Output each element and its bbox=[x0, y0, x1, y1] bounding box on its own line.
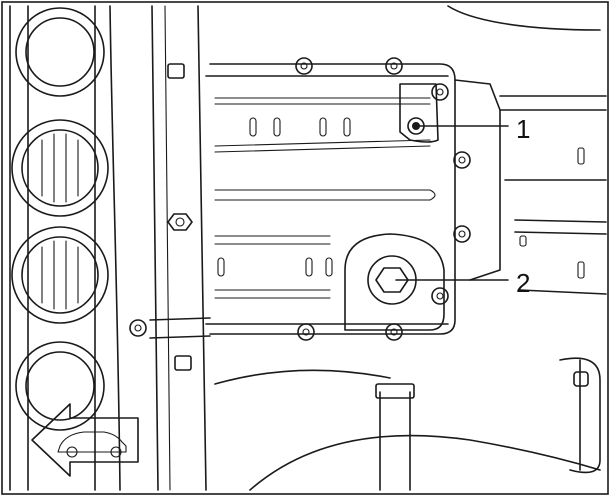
drain-plug-housing bbox=[344, 233, 445, 331]
transmission-housing bbox=[447, 5, 607, 295]
vertical-cross-member bbox=[149, 5, 211, 491]
left-round-holes bbox=[11, 7, 109, 431]
callout-label-2: 2 bbox=[516, 268, 531, 298]
callout-label-1: 1 bbox=[516, 114, 531, 144]
car-front-arrow-icon bbox=[31, 403, 139, 477]
oil-pan bbox=[129, 57, 471, 341]
level-plug-housing bbox=[399, 83, 439, 143]
left-frame-rails bbox=[9, 5, 121, 491]
lower-components bbox=[214, 357, 601, 491]
drain-plug-bolt bbox=[375, 267, 409, 293]
